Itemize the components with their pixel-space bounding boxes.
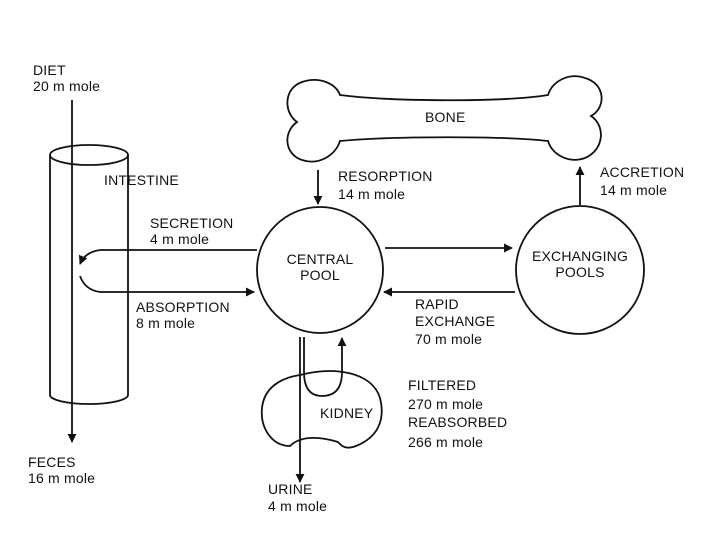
kidney-reabsorption-loop — [303, 337, 347, 397]
secretion-arrow — [78, 249, 257, 265]
rapid-exchange-label-line2: EXCHANGE — [415, 313, 496, 329]
resorption-amount: 14 m mole — [338, 186, 406, 202]
bone-label: BONE — [425, 109, 466, 125]
feces-label: FECES — [28, 454, 76, 470]
rapid-exchange-label-line1: RAPID — [415, 296, 459, 312]
rapid-exchange-amount: 70 m mole — [415, 331, 483, 347]
filtered-amount: 270 m mole — [408, 396, 484, 412]
secretion-label: SECRETION — [150, 215, 234, 231]
absorption-amount: 8 m mole — [136, 315, 196, 331]
reabsorbed-amount: 266 m mole — [408, 434, 484, 450]
intestine-cylinder — [49, 144, 129, 405]
central-pool-label-line2: POOL — [300, 267, 340, 283]
secretion-amount: 4 m mole — [150, 231, 210, 247]
exchanging-pools-label-line2: POOLS — [555, 264, 605, 280]
kidney-label: KIDNEY — [320, 405, 374, 421]
feces-amount: 16 m mole — [28, 470, 96, 486]
kidney-shape — [260, 370, 383, 449]
reabsorbed-label: REABSORBED — [408, 414, 508, 430]
intestine-label: INTESTINE — [104, 172, 179, 188]
diet-amount: 20 m mole — [33, 78, 101, 94]
diet-label: DIET — [33, 62, 66, 78]
filtered-label: FILTERED — [408, 377, 477, 393]
urine-label: URINE — [268, 481, 313, 497]
absorption-label: ABSORPTION — [136, 299, 230, 315]
absorption-arrow — [79, 275, 255, 297]
central-pool-label-line1: CENTRAL — [286, 251, 354, 267]
bone-shape — [286, 75, 603, 163]
exchanging-pools-label-line1: EXCHANGING — [531, 248, 629, 264]
accretion-amount: 14 m mole — [600, 182, 668, 198]
accretion-label: ACCRETION — [600, 164, 685, 180]
urine-amount: 4 m mole — [268, 498, 328, 514]
resorption-label: RESORPTION — [338, 168, 433, 184]
exchanging-pools-circle — [515, 205, 645, 335]
central-pool-circle — [256, 206, 384, 334]
